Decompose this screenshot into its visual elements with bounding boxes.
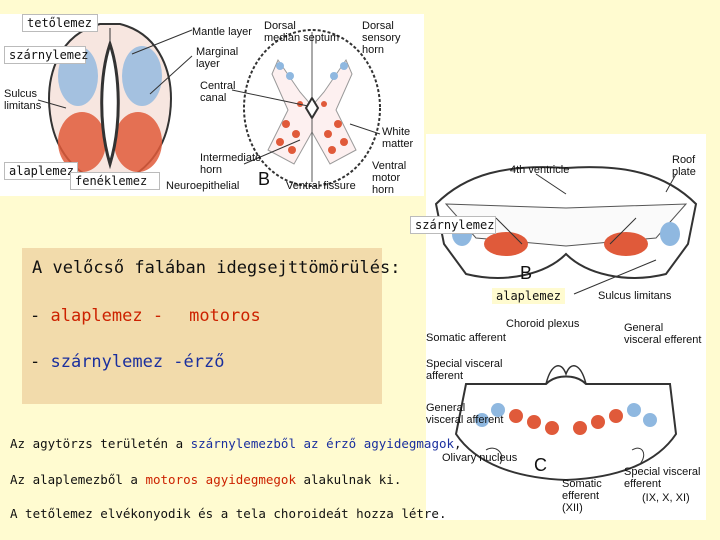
label-somatic-afferent: Somatic afferent	[426, 332, 506, 344]
motor-region-right	[114, 112, 162, 172]
tag-szarnylemez-top: szárnylemez	[4, 46, 88, 64]
label-cranial-nerves: (IX, X, XI)	[642, 492, 690, 504]
central-lumen	[100, 39, 120, 170]
label-choroid-plexus: Choroid plexus	[506, 318, 580, 330]
bottom-line-1: Az agytörzs területén a szárnylemezből a…	[10, 436, 462, 451]
tag-alaplemez-left: alaplemez	[4, 162, 78, 180]
label-olivary-nucleus: Olivary nucleus	[442, 452, 518, 464]
box-line-alaplemez: - alaplemez -motoros	[30, 306, 261, 326]
bottom-line-3: A tetőlemez elvékonyodik és a tela choro…	[10, 506, 447, 521]
tag-tetolemez: tetőlemez	[22, 14, 98, 32]
brainstem-drawing	[434, 166, 698, 482]
label-4th-ventricle: 4th ventricle	[510, 164, 570, 176]
box-title: A velőcső falában idegsejttömörülés:	[32, 258, 401, 278]
label-sulcus-limitans-b: Sulcus limitans	[598, 290, 672, 302]
motor-region-left	[58, 112, 106, 172]
lower-tube-outline	[454, 375, 678, 482]
bottom-line-2: Az alaplemezből a motoros agyidegmegok a…	[10, 472, 402, 487]
sensory-region-right	[122, 46, 162, 106]
summary-box: A velőcső falában idegsejttömörülés: - a…	[22, 248, 400, 404]
label-ventral-fissure: Ventral fissure	[286, 180, 356, 192]
label-neuroepithelial-layer: Neuroepithelial	[166, 180, 240, 192]
tag-fenéklemez: fenéklemez	[70, 172, 160, 190]
label-mantle-layer: Mantle layer	[192, 26, 252, 38]
panel-letter-b-brainstem: B	[520, 263, 533, 283]
choroid-plexus	[545, 365, 587, 385]
tag-szarnylemez-right: szárnylemez	[410, 216, 496, 234]
tag-alaplemez-right: alaplemez	[492, 288, 566, 304]
panel-letter-b-spinal: B	[258, 169, 271, 189]
panel-letter-c: C	[534, 455, 547, 475]
box-line-szarnylemez: - szárnylemez -érző	[30, 352, 225, 372]
